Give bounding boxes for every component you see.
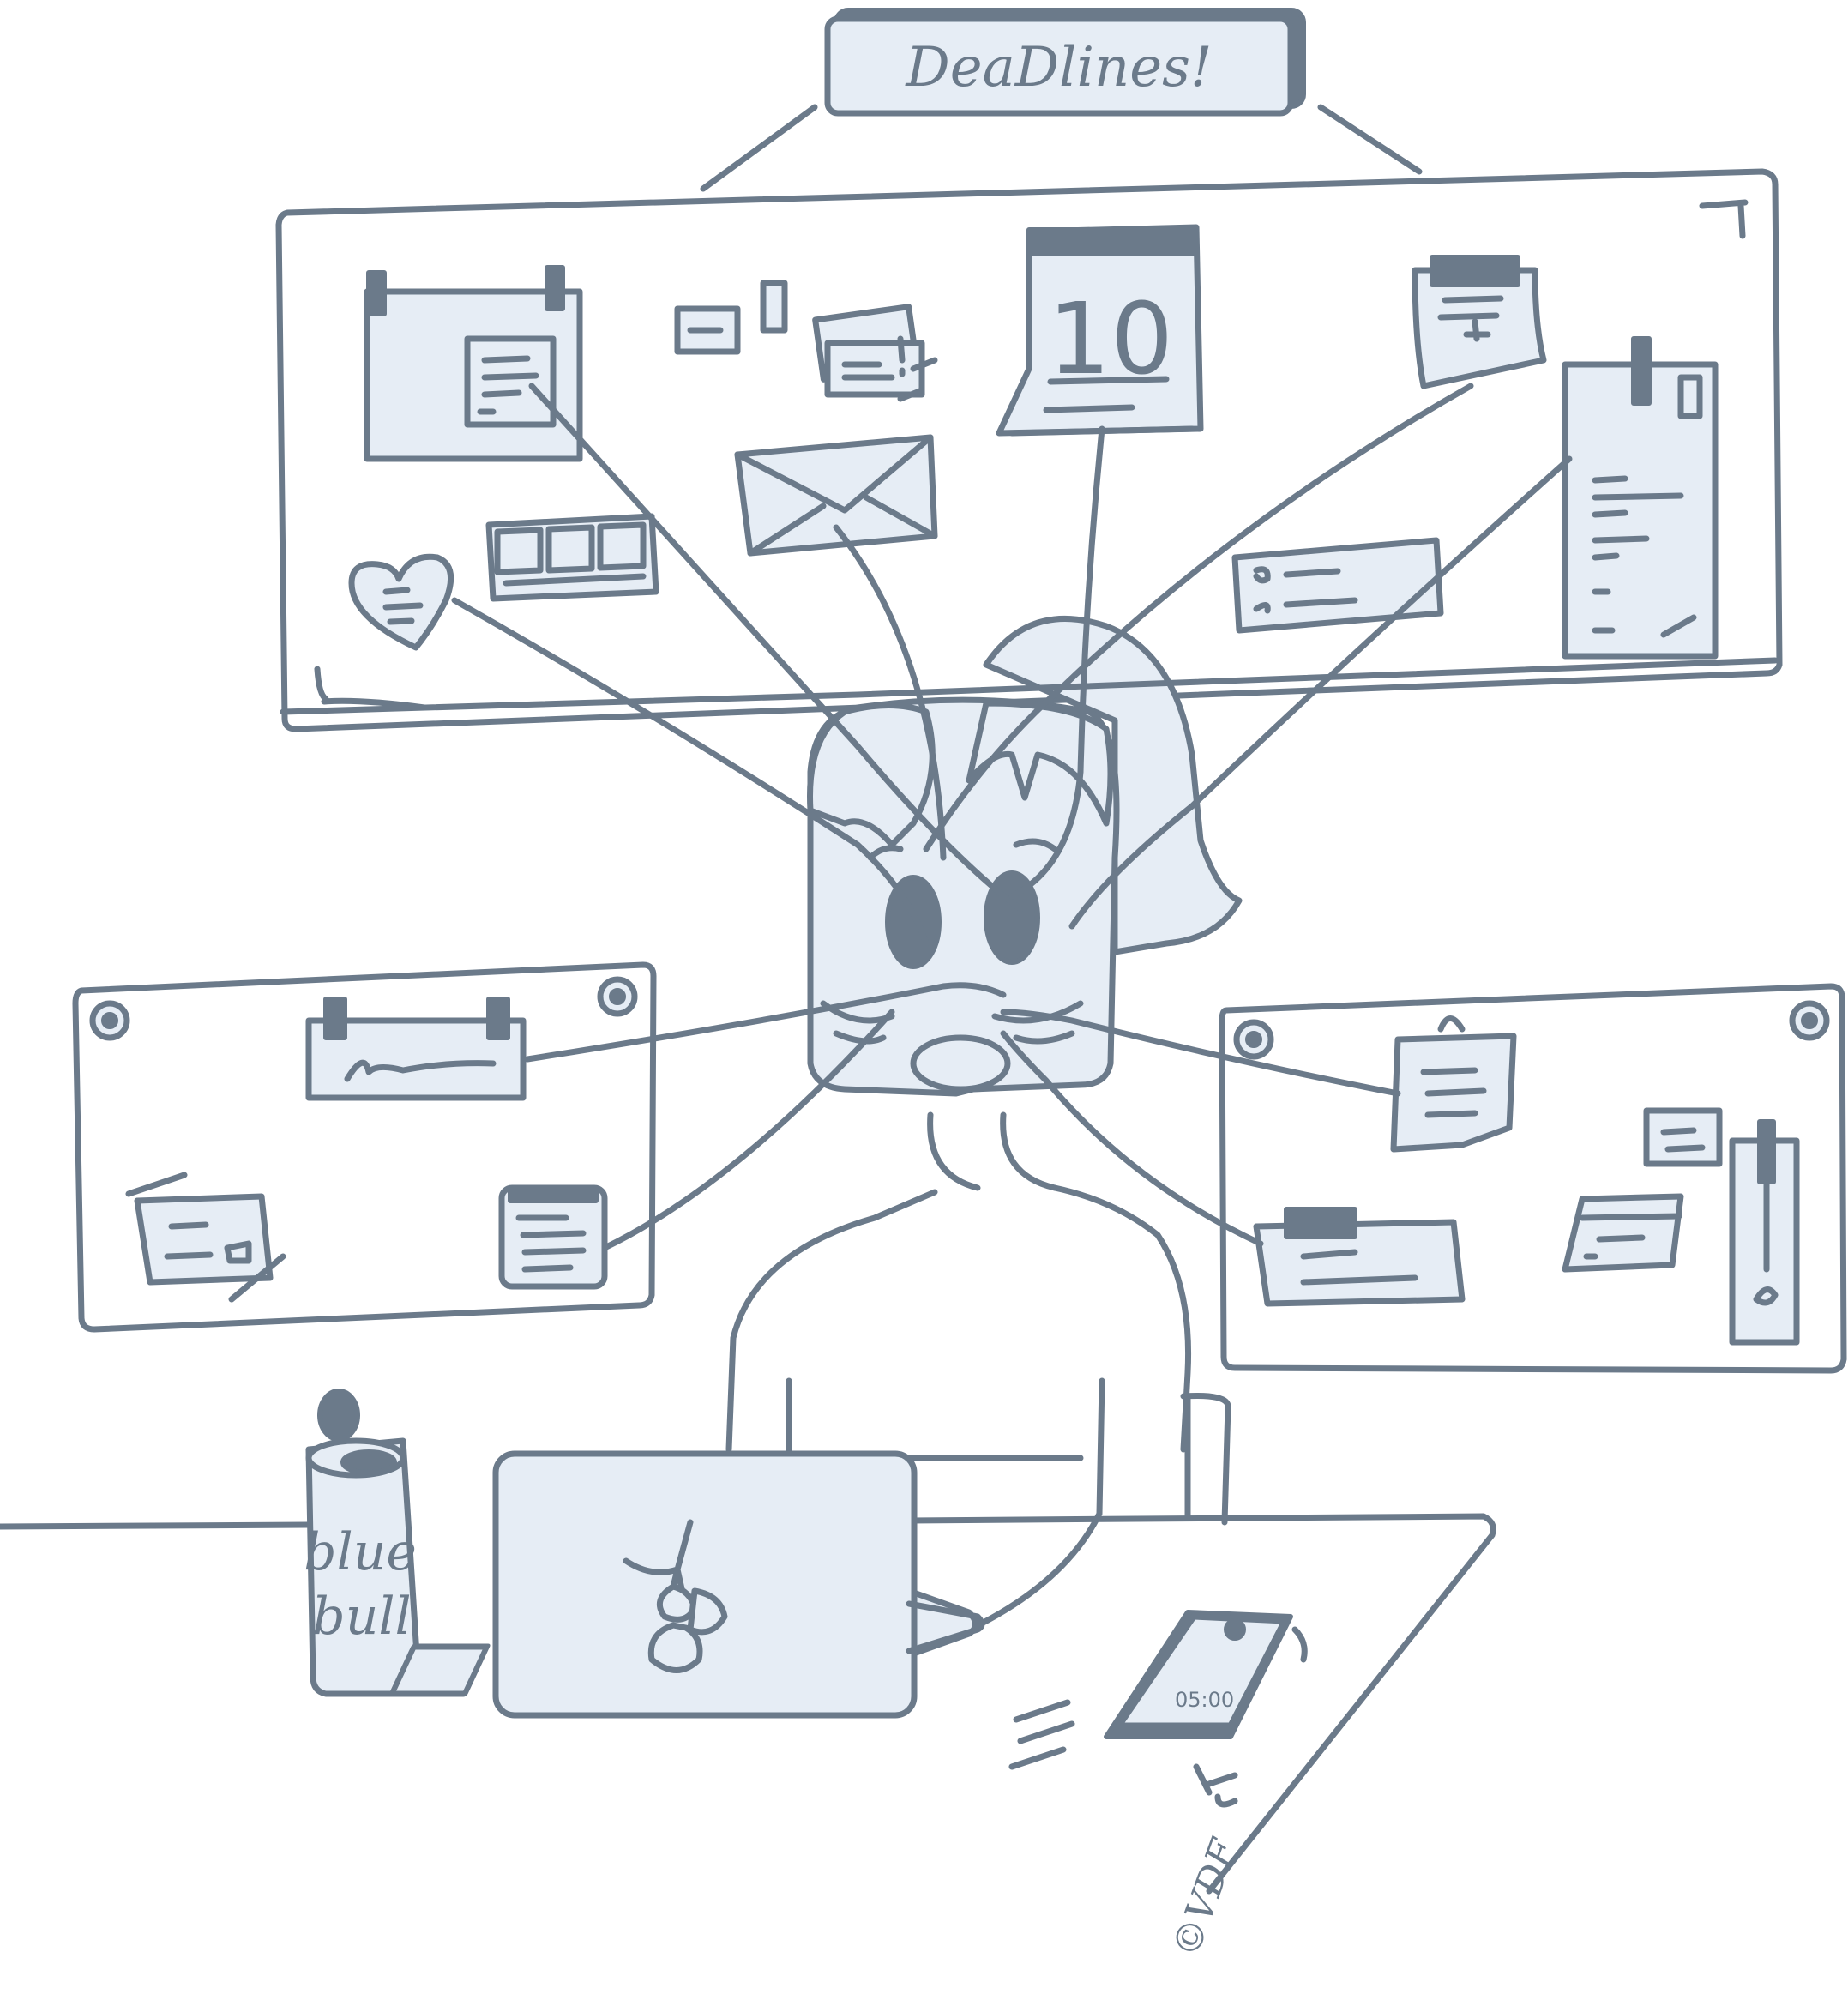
torn-note — [125, 1172, 286, 1303]
calendar-page: 10 — [996, 224, 1204, 437]
laptop — [492, 1450, 985, 1719]
sticky-notes-cluster — [674, 280, 938, 402]
photo-strip — [485, 513, 659, 602]
desk — [0, 1393, 1496, 1895]
connection-strings — [280, 383, 1779, 1251]
clipped-note — [1253, 1207, 1466, 1307]
document — [1562, 336, 1719, 660]
heart-note — [348, 553, 454, 651]
ticket-calendar — [1562, 1193, 1684, 1273]
phone-display: 05:00 — [1175, 1688, 1234, 1712]
right-pinboard — [1219, 983, 1847, 1374]
small-note — [1643, 1107, 1723, 1167]
can-label-line1: blue — [304, 1522, 417, 1582]
phone: 05:00 — [388, 1610, 1308, 1808]
ticket — [1231, 537, 1444, 634]
deadlines-sign: DeaDlines! — [700, 8, 1423, 192]
clipboard — [1390, 1015, 1517, 1153]
can-label-line2: bull — [312, 1587, 411, 1647]
pinned-sheet — [364, 265, 583, 462]
small-calendar — [498, 1184, 608, 1290]
envelope — [734, 434, 938, 557]
energy-drink-can: blue bull — [304, 1389, 422, 1697]
artist-signature: ©VDF — [1164, 1833, 1247, 1963]
left-pinboard — [72, 961, 657, 1333]
top-pinboard: 10 — [275, 168, 1783, 732]
pen-holder — [1729, 1119, 1800, 1346]
mouth — [910, 1034, 1011, 1093]
scroll-note — [1412, 255, 1547, 389]
sign-text: DeaDlines! — [905, 36, 1212, 99]
signature-card — [305, 997, 527, 1101]
